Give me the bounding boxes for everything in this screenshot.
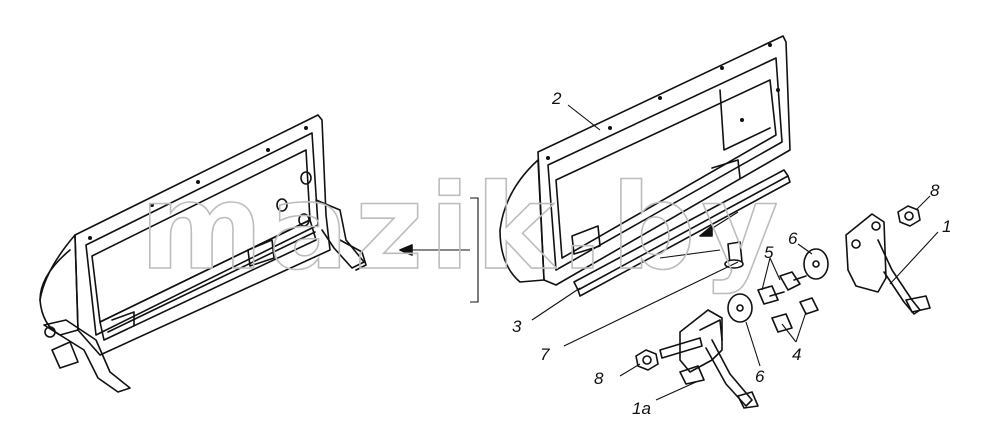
part-8-nut-left	[635, 349, 659, 371]
callout-4: 4	[792, 345, 801, 364]
callout-8-left: 8	[594, 369, 604, 388]
strip-arrows	[659, 211, 739, 259]
callout-3: 3	[512, 317, 522, 336]
part-5-bolt-a	[779, 271, 807, 291]
callout-6-top: 6	[788, 229, 798, 248]
part-4-bolt-b	[799, 297, 819, 315]
assembled-tray	[39, 114, 367, 393]
part-1-hinge	[845, 213, 931, 315]
part-6-washer-bottom	[727, 293, 753, 323]
callout-5: 5	[764, 243, 774, 262]
assembly-arrow	[399, 197, 479, 303]
part-3-strip	[573, 169, 791, 297]
watermark-text: mazik.by	[140, 158, 784, 296]
callout-6-bottom: 6	[755, 367, 765, 386]
callout-7: 7	[540, 345, 550, 364]
part-4-bolt-a	[771, 313, 793, 333]
part-8-nut-right	[897, 205, 921, 227]
part-2-box	[499, 35, 791, 286]
part-6-washer-top	[803, 248, 829, 280]
part-5-bolt-b	[757, 285, 785, 305]
callout-1: 1	[942, 217, 951, 236]
callout-2: 2	[551, 89, 562, 108]
part-1a-hinge	[659, 309, 759, 409]
leader-lines	[531, 104, 939, 401]
callout-8-right: 8	[930, 181, 940, 200]
callout-1a: 1а	[632, 399, 651, 418]
